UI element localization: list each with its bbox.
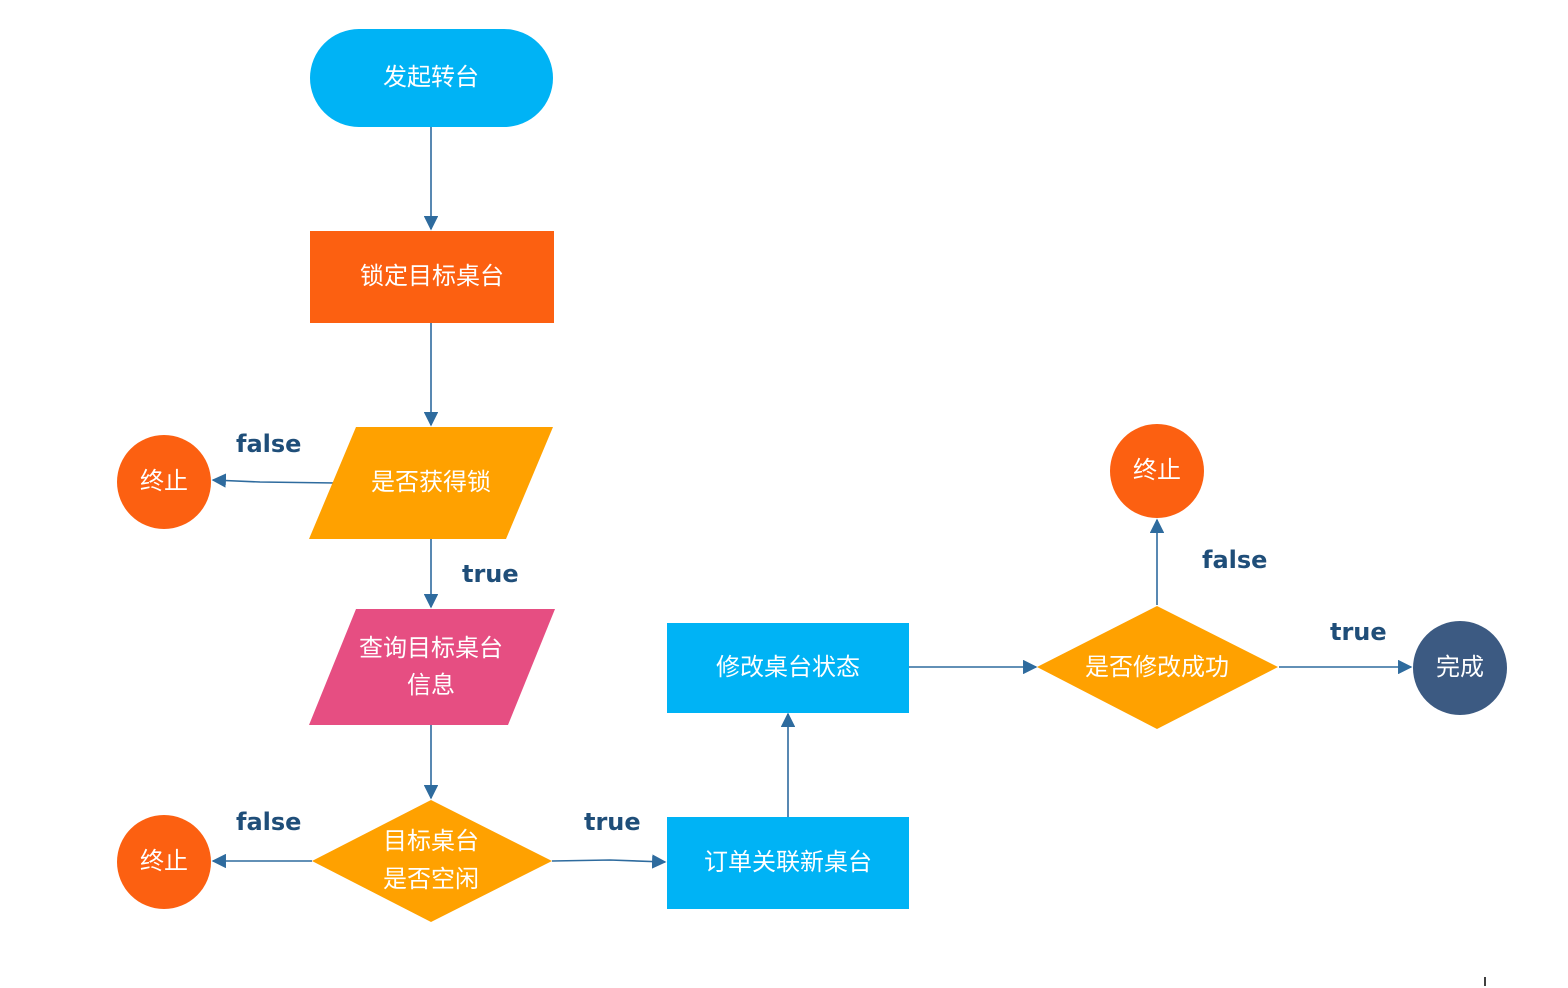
lock-process-node: 锁定目标桌台 — [310, 231, 554, 323]
label-modify-false: false — [1202, 546, 1267, 574]
link-order-node: 订单关联新桌台 — [667, 817, 909, 909]
end-left-top-label: 终止 — [140, 467, 188, 495]
modified-ok-label: 是否修改成功 — [1085, 653, 1229, 681]
start-terminator-shape — [310, 29, 553, 127]
edge-labels: false true false true false true — [236, 430, 1387, 836]
got-lock-shape — [309, 427, 553, 539]
got-lock-label: 是否获得锁 — [371, 468, 491, 496]
done-label: 完成 — [1436, 653, 1484, 681]
query-shape — [309, 609, 555, 725]
modify-status-label: 修改桌台状态 — [716, 653, 860, 681]
label-idle-true: true — [584, 808, 641, 836]
lock-process-shape — [310, 231, 554, 323]
start-node: 发起转台 — [310, 29, 553, 127]
end-left-top-shape — [117, 435, 211, 529]
idle-check-node: 目标桌台 是否空闲 — [312, 800, 552, 922]
edges — [211, 127, 1413, 869]
start-label: 发起转台 — [383, 63, 479, 91]
end-left-bottom-node: 终止 — [117, 815, 211, 909]
link-order-shape — [667, 817, 909, 909]
end-right-top-shape — [1110, 424, 1204, 518]
query-label-line1: 查询目标桌台 — [359, 634, 503, 662]
end-left-top-node: 终止 — [117, 435, 211, 529]
label-lock-false: false — [236, 430, 301, 458]
got-lock-node: 是否获得锁 — [309, 427, 553, 539]
modify-status-node: 修改桌台状态 — [667, 623, 909, 713]
label-lock-true: true — [462, 560, 519, 588]
idle-label-line2: 是否空闲 — [383, 865, 479, 893]
edge-idle-true — [551, 854, 667, 869]
end-right-top-node: 终止 — [1110, 424, 1204, 518]
modified-ok-node: 是否修改成功 — [1037, 606, 1278, 729]
label-modify-true: true — [1330, 618, 1387, 646]
edge-got-lock-false — [211, 473, 337, 488]
modified-ok-shape — [1037, 606, 1278, 729]
link-order-label: 订单关联新桌台 — [704, 848, 872, 876]
done-node: 完成 — [1413, 621, 1507, 715]
label-idle-false: false — [236, 808, 301, 836]
modify-status-shape — [667, 623, 909, 713]
end-left-bottom-shape — [117, 815, 211, 909]
end-left-bottom-label: 终止 — [140, 847, 188, 875]
lock-label: 锁定目标桌台 — [360, 262, 504, 290]
query-node: 查询目标桌台 信息 — [309, 609, 555, 725]
query-label-line2: 信息 — [407, 671, 455, 699]
idle-check-shape — [312, 800, 552, 922]
idle-label-line1: 目标桌台 — [383, 827, 479, 855]
end-right-top-label: 终止 — [1133, 456, 1181, 484]
done-shape — [1413, 621, 1507, 715]
